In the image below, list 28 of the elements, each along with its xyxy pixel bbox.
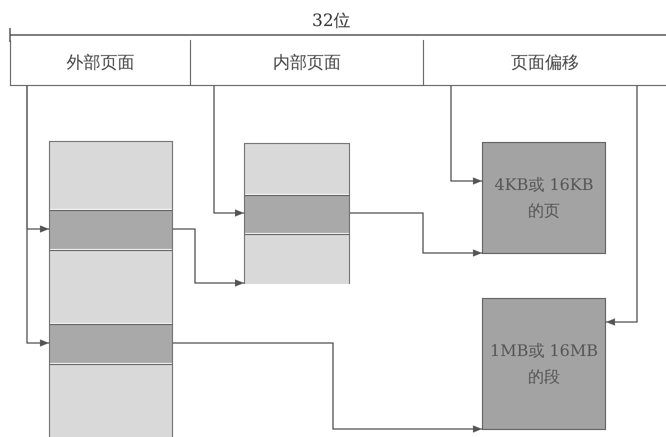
arrow: [173, 228, 244, 287]
address-field: [10, 40, 190, 86]
address-field: [190, 40, 423, 86]
table-entry: [245, 195, 349, 232]
table-entry: [50, 142, 172, 208]
bit-width-label: 32位: [312, 10, 351, 32]
table-entry: [50, 210, 172, 248]
address-field: [423, 40, 666, 86]
memory-block: [482, 142, 606, 254]
arrow: [606, 86, 638, 326]
page-table: [244, 143, 350, 284]
block-text: 4KB或 16KB的页: [493, 174, 595, 222]
block-text: 外部页面: [66, 52, 134, 74]
arrow: [26, 86, 49, 347]
block-text: 内部页面: [273, 52, 341, 74]
table-entry: [50, 250, 172, 322]
table-entry: [50, 324, 172, 362]
table-entry: [245, 234, 349, 284]
arrow: [350, 212, 482, 257]
arrow: [173, 342, 482, 433]
arrow: [450, 86, 482, 185]
arrow: [213, 86, 244, 217]
page-table: [49, 141, 173, 437]
block-text: 1MB或 16MB的段: [489, 340, 599, 388]
block-text: 页面偏移: [511, 52, 579, 74]
table-entry: [50, 364, 172, 436]
table-entry: [245, 144, 349, 194]
memory-block: [482, 298, 606, 430]
